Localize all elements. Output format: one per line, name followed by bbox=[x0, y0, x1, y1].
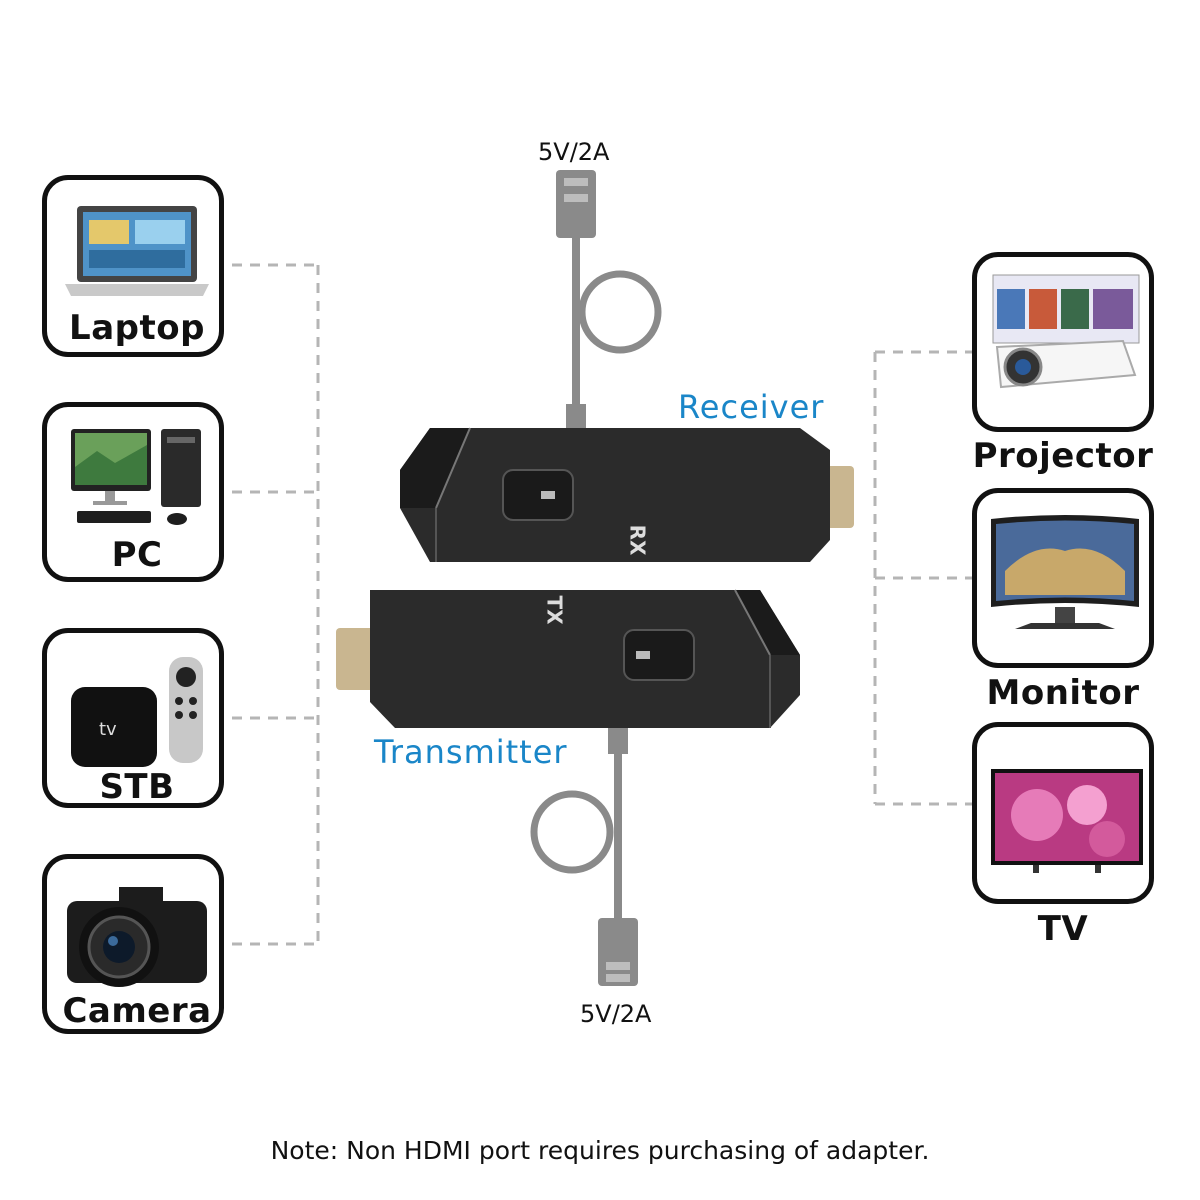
laptop-card: Laptop bbox=[42, 175, 224, 357]
receiver-power-label: 5V/2A bbox=[538, 138, 610, 166]
transmitter-marking: TX bbox=[542, 595, 567, 625]
tv-icon bbox=[991, 769, 1143, 873]
receiver-label: Receiver bbox=[678, 388, 825, 426]
stb-label: STB bbox=[99, 767, 175, 807]
usb-plug-icon bbox=[556, 170, 596, 238]
projector-label: Projector bbox=[972, 436, 1154, 476]
svg-text:tv: tv bbox=[99, 719, 117, 740]
projector-icon bbox=[992, 274, 1140, 389]
transmitter-usb-cable bbox=[530, 728, 638, 986]
monitor-label: Monitor bbox=[986, 673, 1140, 713]
transmitter-dongle bbox=[336, 589, 800, 728]
laptop-label: Laptop bbox=[69, 308, 205, 348]
tv-label: TV bbox=[1037, 909, 1089, 949]
transmitter-power-label: 5V/2A bbox=[580, 1000, 652, 1028]
desktop-pc-icon bbox=[71, 429, 201, 525]
projector-card bbox=[972, 252, 1154, 432]
tv-card bbox=[972, 722, 1154, 904]
display-connection-lines bbox=[873, 350, 972, 806]
set-top-box-icon: tv bbox=[71, 657, 203, 767]
adapter-note: Note: Non HDMI port requires purchasing … bbox=[270, 1136, 930, 1165]
stb-card: tv STB bbox=[42, 628, 224, 808]
pc-card: PC bbox=[42, 402, 224, 582]
camera-card: Camera bbox=[42, 854, 224, 1034]
pair-button bbox=[623, 629, 695, 681]
transmitter-label: Transmitter bbox=[374, 733, 568, 771]
camera-label: Camera bbox=[62, 991, 212, 1031]
laptop-icon bbox=[65, 206, 209, 296]
pc-label: PC bbox=[111, 535, 163, 575]
pair-button bbox=[502, 469, 574, 521]
receiver-marking: RX bbox=[625, 524, 650, 556]
hdmi-connector bbox=[336, 628, 380, 690]
receiver-dongle bbox=[400, 427, 854, 562]
receiver-usb-cable bbox=[556, 170, 662, 430]
camera-icon bbox=[67, 887, 207, 987]
source-connection-lines bbox=[232, 263, 320, 946]
monitor-card bbox=[972, 488, 1154, 668]
monitor-icon bbox=[991, 515, 1139, 629]
